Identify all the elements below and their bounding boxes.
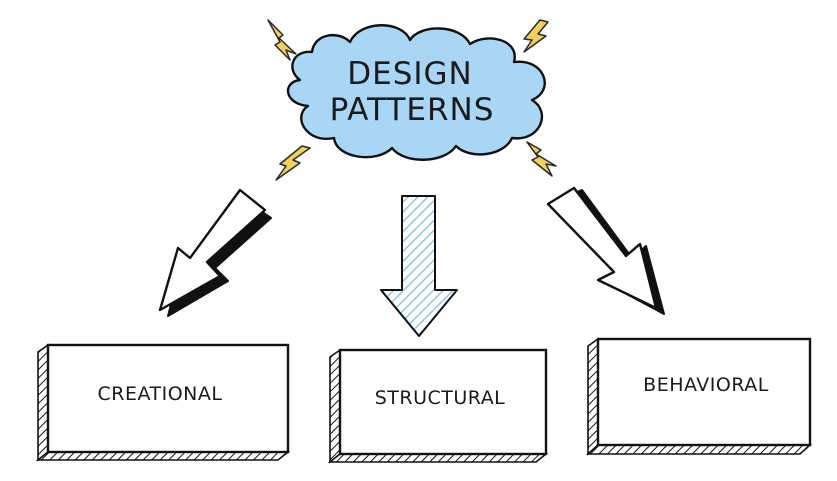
label-creational: CREATIONAL [98, 383, 223, 405]
design-patterns-cloud: DESIGN PATTERNS [286, 24, 546, 161]
cloud-title-line-2: PATTERNS [330, 92, 495, 128]
box-creational: CREATIONAL [35, 343, 291, 462]
lightning-icon-bottom-left [275, 145, 311, 181]
box-structural: STRUCTURAL [327, 348, 549, 464]
lightning-icon-top-right [523, 19, 549, 53]
lightning-icon-top-left [267, 19, 297, 61]
arrow-to-structural [380, 195, 458, 337]
label-behavioral: BEHAVIORAL [643, 374, 769, 396]
label-structural: STRUCTURAL [375, 387, 506, 409]
cloud-title-line-1: DESIGN [347, 56, 473, 92]
lightning-icon-bottom-right [526, 141, 557, 177]
arrow-to-behavioral [546, 186, 665, 315]
box-behavioral: BEHAVIORAL [585, 337, 813, 456]
arrow-to-creational [158, 188, 272, 317]
